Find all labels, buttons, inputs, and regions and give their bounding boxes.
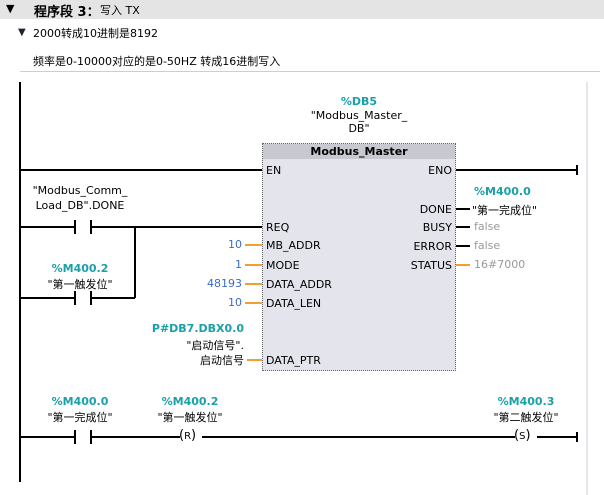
network-subtitle: 写入 TX — [100, 4, 140, 17]
pin-mode: MODE — [266, 259, 300, 272]
contact-req-name-2: Load_DB".DONE — [35, 199, 125, 212]
status-value[interactable]: 16#7000 — [474, 258, 526, 271]
done-operand[interactable]: "第一完成位" — [472, 204, 538, 217]
contact-done-name[interactable]: "第一完成位" — [47, 411, 113, 424]
pin-eno: ENO — [428, 164, 452, 177]
data-ptr-address: P#DB7.DBX0.0 — [151, 322, 244, 335]
contact-trigger-name[interactable]: "第一触发位" — [47, 278, 113, 291]
divider — [20, 71, 600, 72]
pin-en: EN — [266, 164, 282, 177]
modbus-master-block[interactable]: Modbus_Master EN REQ MB_ADDR MODE DATA_A… — [262, 143, 456, 371]
coil-reset-address: %M400.2 — [161, 395, 219, 408]
instance-name[interactable]: "Modbus_Master_ — [310, 109, 408, 122]
contact-req-name[interactable]: "Modbus_Comm_ — [32, 184, 128, 197]
mode-value[interactable]: 1 — [235, 258, 242, 271]
network-title: 程序段 3： — [34, 5, 100, 20]
done-address: %M400.0 — [474, 185, 531, 198]
contact-trigger-address: %M400.2 — [51, 262, 109, 275]
comment-collapse-icon[interactable]: ▼ — [18, 27, 26, 38]
coil-set-name[interactable]: "第二触发位" — [493, 411, 559, 424]
pin-data-ptr: DATA_PTR — [266, 354, 321, 367]
pin-data-len: DATA_LEN — [266, 297, 322, 310]
pin-status: STATUS — [410, 259, 452, 272]
data-ptr-name-2: 启动信号 — [200, 354, 244, 367]
comment-line-2[interactable]: 频率是0-10000对应的是0-50HZ 转成16进制写入 — [33, 55, 281, 68]
reset-coil[interactable]: (R) — [179, 428, 197, 443]
data-ptr-name[interactable]: "启动信号". — [186, 339, 244, 352]
comment-line-1[interactable]: 2000转成10进制是8192 — [33, 27, 158, 40]
instance-address: %DB5 — [340, 95, 378, 108]
pin-req: REQ — [266, 221, 290, 234]
reset-coil-label: R — [184, 431, 192, 442]
pin-mb-addr: MB_ADDR — [266, 239, 321, 252]
data-len-value[interactable]: 10 — [228, 296, 242, 309]
set-coil[interactable]: (S) — [514, 428, 531, 443]
network-header[interactable]: ▼ 程序段 3： 写入 TX — [0, 0, 604, 20]
contact-done-address: %M400.0 — [51, 395, 109, 408]
coil-reset-name[interactable]: "第一触发位" — [157, 411, 223, 424]
data-addr-value[interactable]: 48193 — [207, 277, 242, 290]
coil-set-address: %M400.3 — [497, 395, 555, 408]
set-coil-label: S — [519, 431, 526, 442]
mb-addr-value[interactable]: 10 — [228, 238, 242, 251]
pin-error: ERROR — [413, 240, 452, 253]
block-title: Modbus_Master — [263, 144, 455, 159]
pin-data-addr: DATA_ADDR — [266, 278, 332, 291]
pin-busy: BUSY — [422, 221, 452, 234]
pin-done: DONE — [419, 203, 452, 216]
error-value[interactable]: false — [474, 239, 501, 252]
instance-name-2: DB" — [348, 122, 370, 135]
collapse-icon[interactable]: ▼ — [6, 2, 15, 15]
busy-value[interactable]: false — [474, 220, 501, 233]
